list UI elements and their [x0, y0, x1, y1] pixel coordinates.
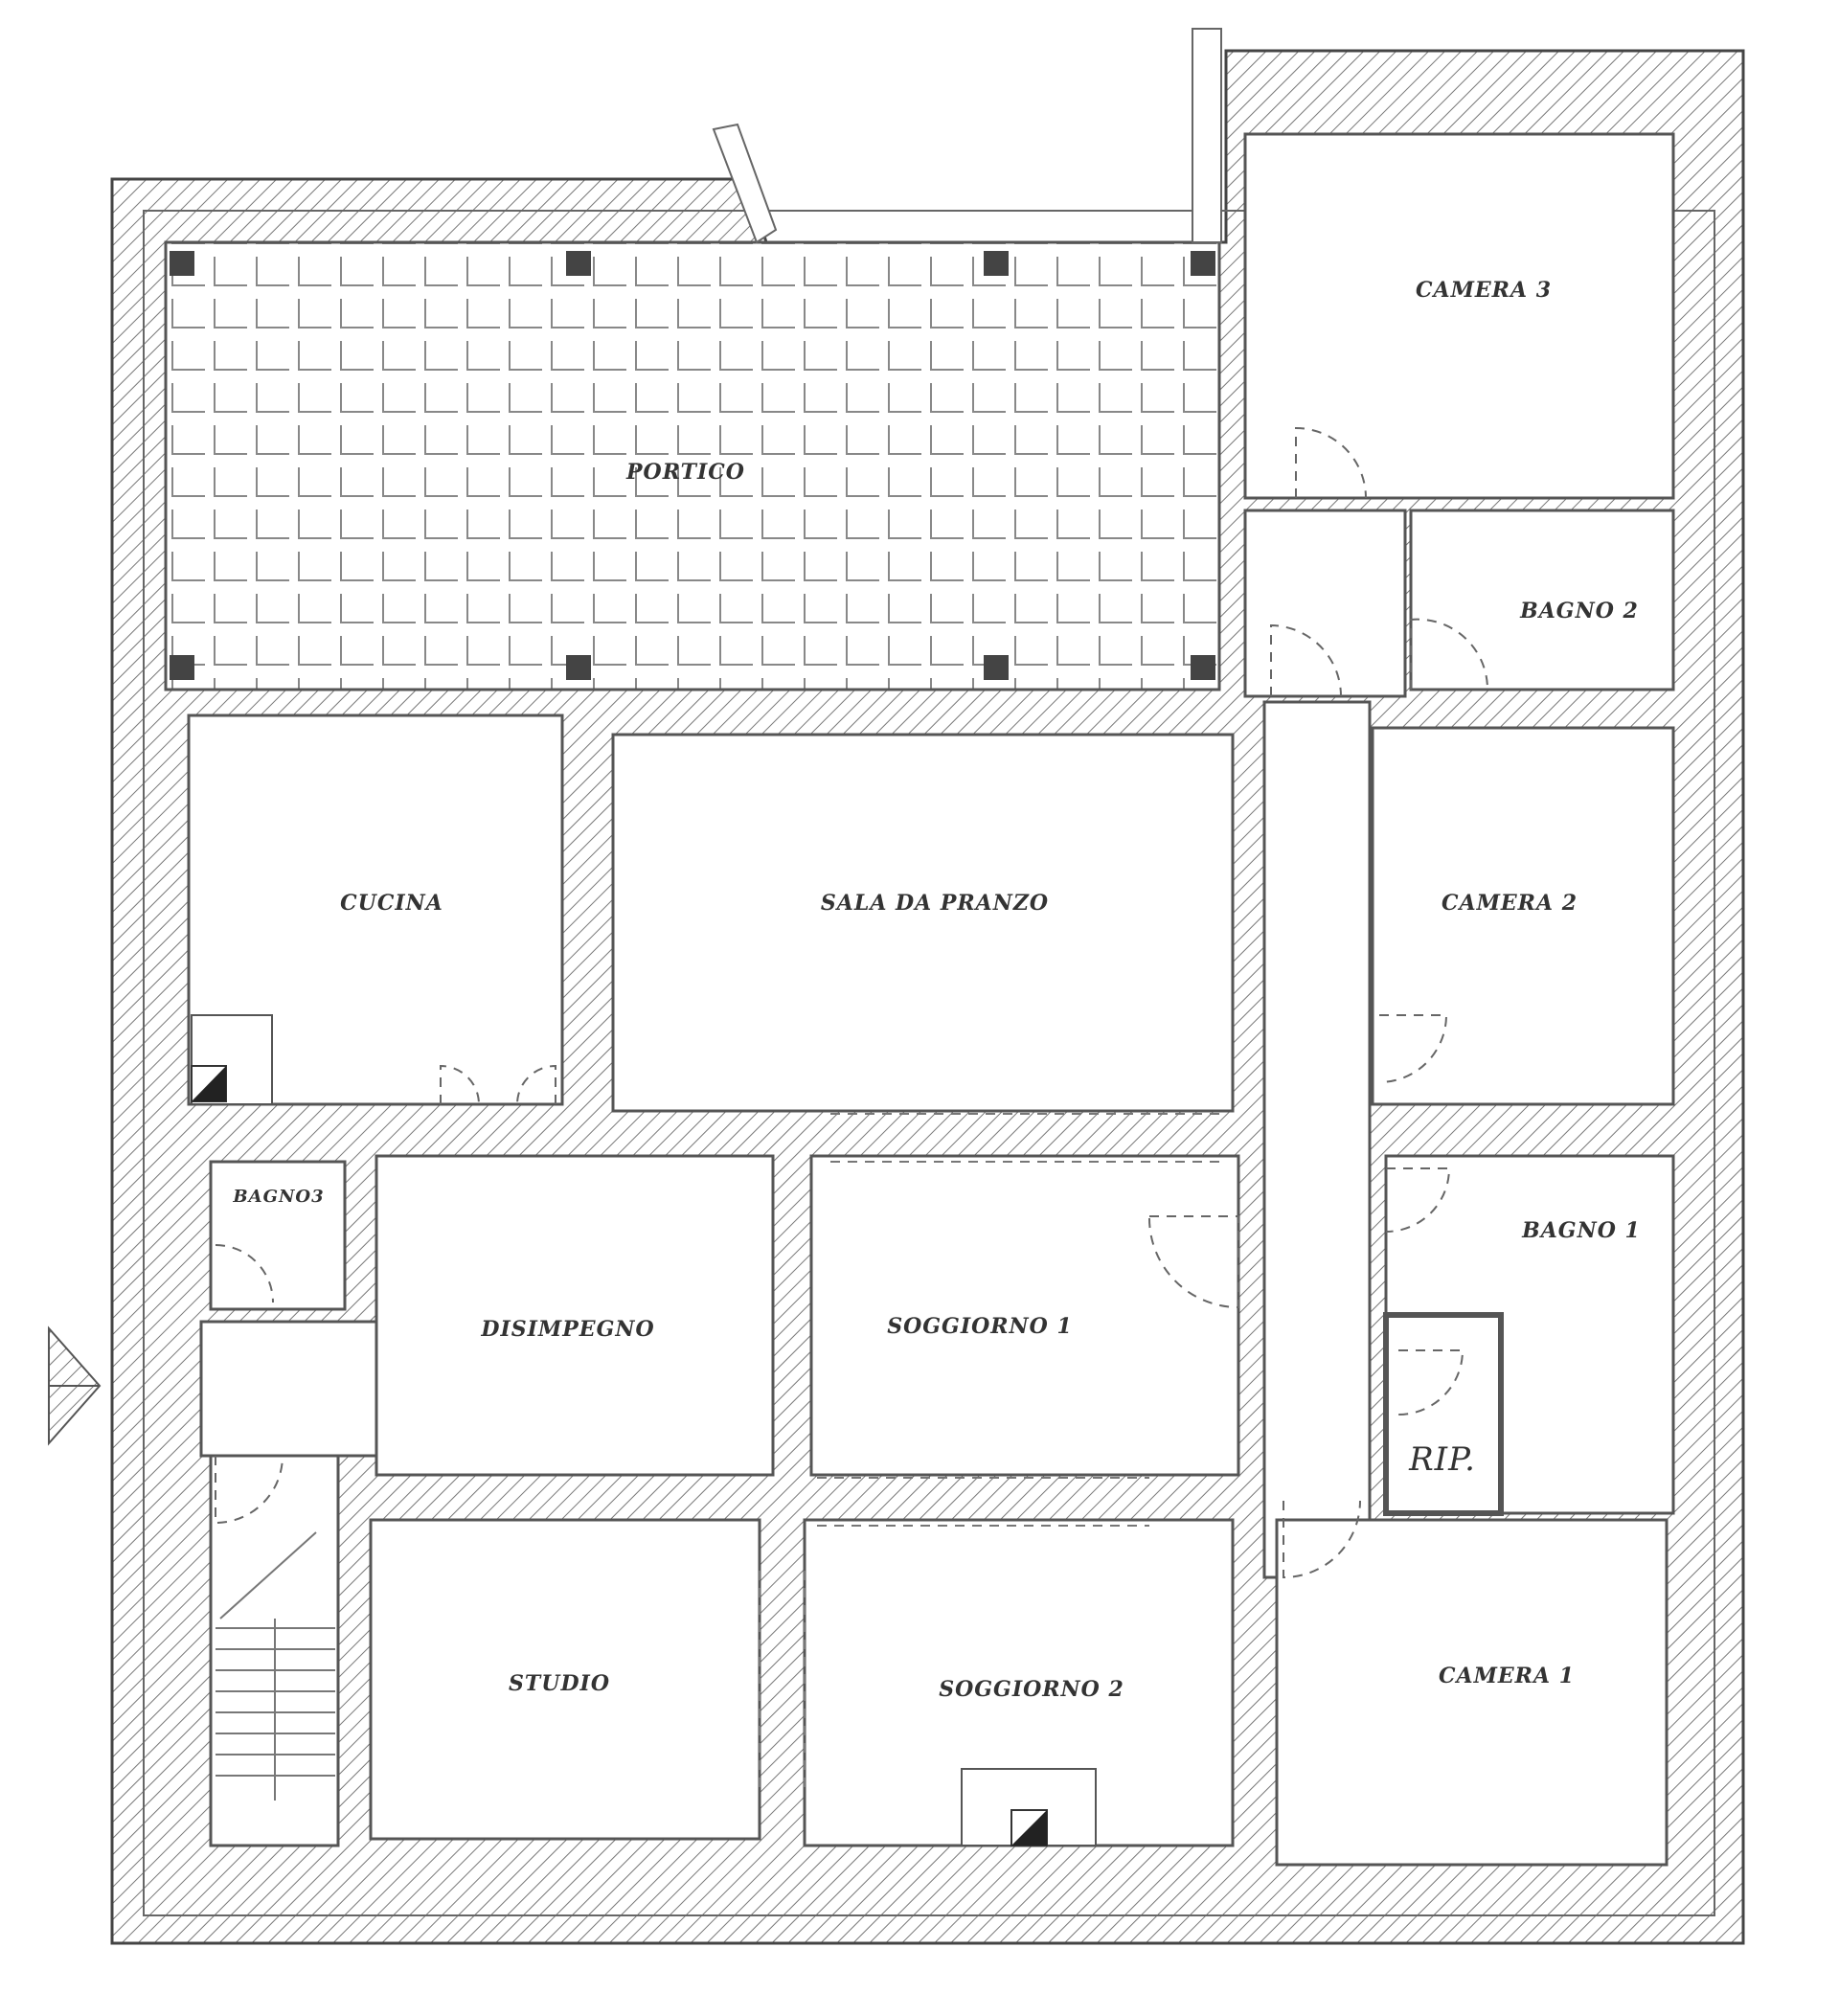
entrance-arrow-icon: [48, 1325, 102, 1446]
outer-wall-inner-line: [143, 210, 1715, 1916]
room-sala-da-pranzo: [611, 733, 1235, 1113]
room-camera-1: [1275, 1518, 1669, 1867]
room-camera-2: [1371, 726, 1675, 1106]
label-portico: PORTICO: [625, 460, 745, 485]
label-bagno-3: BAGNO3: [232, 1187, 324, 1207]
room-camera-3: [1243, 132, 1675, 500]
portico-area: [164, 240, 1221, 691]
portico-pillars: [170, 251, 1215, 680]
room-bagno-2: [1409, 509, 1675, 691]
door-swings: [215, 426, 1489, 1579]
label-disimpegno: DISIMPEGNO: [480, 1317, 654, 1342]
label-soggiorno-1: SOGGIORNO 1: [887, 1314, 1073, 1339]
label-bagno-2: BAGNO 2: [1519, 599, 1639, 623]
fireplaces: [191, 1014, 1097, 1846]
room-studio: [369, 1518, 761, 1841]
room-disimpegno: [375, 1154, 775, 1477]
room-bagno-3: [209, 1160, 347, 1311]
label-cucina: CUCINA: [340, 891, 443, 916]
room-entry-hall: [199, 1320, 385, 1458]
label-camera-1: CAMERA 1: [1439, 1664, 1575, 1688]
label-soggiorno-2: SOGGIORNO 2: [939, 1677, 1124, 1702]
label-ripostiglio: RIP.: [1408, 1440, 1476, 1479]
label-bagno-1: BAGNO 1: [1521, 1218, 1641, 1243]
room-soggiorno-1: [809, 1154, 1240, 1477]
portico-roof-edge: [712, 28, 1222, 244]
label-camera-2: CAMERA 2: [1442, 891, 1578, 916]
openings: [759, 1113, 1219, 1791]
room-corridor: [1262, 700, 1372, 1579]
label-sala-da-pranzo: SALA DA PRANZO: [821, 891, 1049, 916]
label-camera-3: CAMERA 3: [1416, 278, 1552, 303]
label-studio: STUDIO: [509, 1671, 610, 1696]
room-antibagno: [1243, 509, 1407, 698]
rooms: [187, 132, 1675, 1867]
staircase: [216, 1531, 335, 1801]
